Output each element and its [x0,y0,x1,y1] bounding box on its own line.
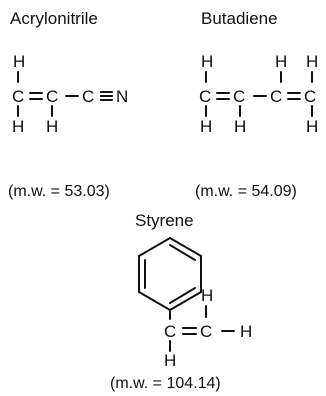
acrylonitrile-atom-n: N [116,87,128,106]
butadiene-atom-h6: H [306,117,318,136]
butadiene-atom-c1: C [199,87,211,106]
acrylonitrile-atom-c3: C [82,87,94,106]
acrylonitrile-atom-h1: H [13,52,25,71]
styrene-atom-c2: C [200,322,212,341]
butadiene-structure: Butadiene H H H C C C C H H H (m.w. = 54… [195,9,318,200]
acrylonitrile-atom-h2: H [12,117,24,136]
butadiene-atom-h1: H [201,52,213,71]
butadiene-atom-h2: H [275,52,287,71]
styrene-atom-h2: H [240,322,252,341]
acrylonitrile-atom-c1: C [12,87,24,106]
styrene-atom-h3: H [164,351,176,370]
styrene-atom-h1: H [201,286,213,305]
butadiene-atom-c2: C [233,87,245,106]
benzene-ring [138,236,202,312]
styrene-atom-c1: C [164,322,176,341]
styrene-structure: Styrene C C H H H (m.w. = 104.14) [110,211,252,392]
acrylonitrile-atom-h3: H [46,117,58,136]
butadiene-atom-h3: H [306,52,318,71]
butadiene-atom-c3: C [270,87,282,106]
butadiene-name: Butadiene [201,9,278,28]
butadiene-atom-h4: H [200,117,212,136]
butadiene-atom-h5: H [234,117,246,136]
acrylonitrile-mw: (m.w. = 53.03) [8,183,110,200]
acrylonitrile-structure: Acrylonitrile H C C C N H H (m.w. = 53.0… [8,9,128,200]
benzene-inner-bond-2 [169,287,196,304]
butadiene-mw: (m.w. = 54.09) [195,183,297,200]
acrylonitrile-atom-c2: C [46,87,58,106]
benzene-inner-bond-1 [169,244,196,261]
acrylonitrile-name: Acrylonitrile [10,9,98,28]
butadiene-atom-c4: C [304,87,316,106]
styrene-name: Styrene [135,211,194,230]
styrene-mw: (m.w. = 104.14) [110,375,221,392]
